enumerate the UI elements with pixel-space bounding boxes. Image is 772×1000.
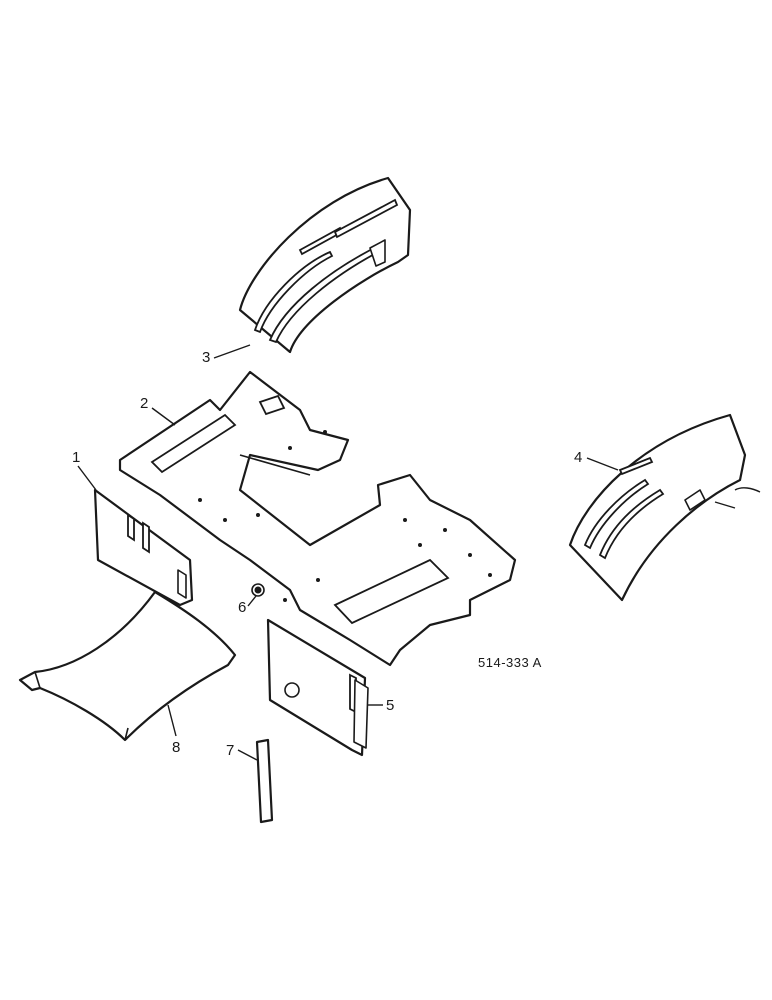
svg-text:1: 1 xyxy=(72,449,80,466)
svg-text:4: 4 xyxy=(574,449,582,466)
part-8-tunnel-cover xyxy=(18,590,237,742)
svg-text:2: 2 xyxy=(140,395,148,412)
callout-6: 6 xyxy=(238,595,257,616)
svg-text:5: 5 xyxy=(386,697,394,714)
svg-text:7: 7 xyxy=(226,742,234,759)
svg-text:6: 6 xyxy=(238,599,246,616)
callout-7: 7 xyxy=(226,742,258,761)
svg-text:3: 3 xyxy=(202,349,210,366)
reference-number: 514-333 A xyxy=(478,655,542,670)
part-2-floor-platform xyxy=(118,370,517,667)
callout-4: 4 xyxy=(574,449,619,471)
callout-1: 1 xyxy=(72,449,97,491)
part-7-bracket-strip xyxy=(255,738,274,824)
part-1-left-panel xyxy=(93,488,194,607)
callout-8: 8 xyxy=(167,704,180,756)
part-5-right-panel xyxy=(266,618,369,757)
callout-5: 5 xyxy=(368,697,394,714)
part-4-fender-right xyxy=(568,413,761,602)
svg-text:8: 8 xyxy=(172,739,180,756)
part-3-fender-upper xyxy=(238,176,412,354)
callout-3: 3 xyxy=(202,344,251,366)
part-6-grommet xyxy=(251,583,265,597)
callout-2: 2 xyxy=(140,395,176,426)
